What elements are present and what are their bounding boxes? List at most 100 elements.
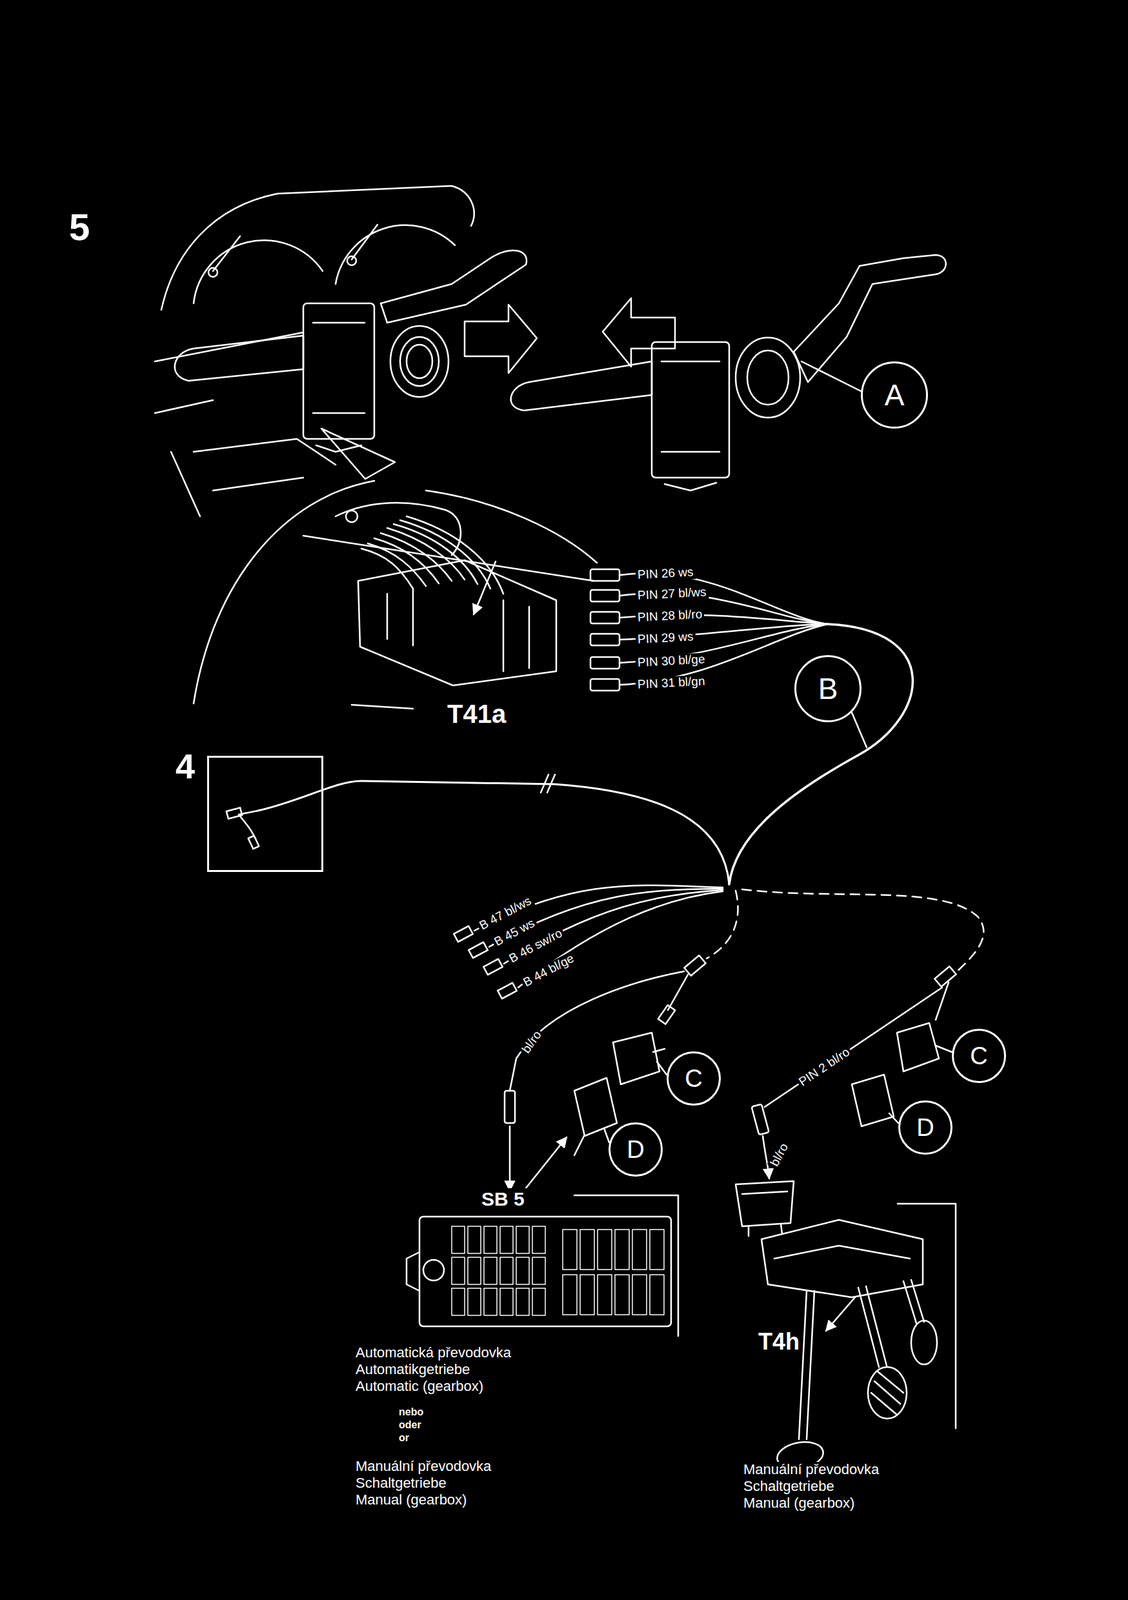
callout-letter: B — [794, 654, 862, 723]
detail-view — [361, 548, 413, 589]
right-connector — [762, 1135, 770, 1179]
wiring-harness — [483, 958, 503, 976]
pin-label: PIN 31 bl/gn — [634, 674, 708, 692]
fuse-box — [614, 1274, 630, 1315]
connector-name: T4h — [756, 1328, 802, 1355]
dashboard-art — [380, 250, 527, 323]
fuse-box — [467, 1226, 481, 1254]
dashboard-art — [212, 236, 241, 272]
pin-label: PIN 26 ws — [634, 565, 696, 583]
fuse-box — [500, 1257, 514, 1285]
right-connector — [896, 1022, 939, 1072]
combination-switch — [661, 361, 720, 491]
fuse-box — [500, 1226, 514, 1254]
right-connector — [935, 1045, 952, 1052]
callout-letter: D — [898, 1100, 953, 1155]
dashboard-art — [208, 267, 218, 277]
callout-letter: C — [951, 1028, 1007, 1083]
pin-wire — [590, 656, 620, 669]
combination-switch — [747, 350, 789, 405]
pin-label: PIN 29 ws — [634, 629, 696, 647]
callout-letter: C — [666, 1051, 721, 1106]
dashboard-art — [154, 185, 527, 517]
fuse-box — [574, 1195, 679, 1336]
dashboard-art — [171, 451, 201, 517]
callout-text: A — [884, 380, 905, 410]
combination-switch — [511, 254, 947, 491]
caption-text: Manuální převodovka — [741, 1461, 881, 1478]
pedal-cluster — [774, 1245, 910, 1259]
fuse-box — [483, 1288, 497, 1316]
wiring-harness — [742, 889, 984, 974]
right-connector — [742, 1191, 788, 1236]
dashboard-art — [154, 332, 304, 362]
dashboard-art — [335, 225, 455, 284]
pin-wire — [590, 569, 828, 691]
left-connector — [574, 1077, 617, 1136]
fuse-box — [562, 1229, 577, 1270]
caption-text: nebo — [396, 1406, 426, 1418]
left-connector — [684, 955, 706, 976]
wiring-harness — [226, 807, 242, 819]
fuse-box — [451, 1226, 465, 1254]
caption-text: Automatická převodovka — [353, 1344, 514, 1361]
dashboard-art — [303, 303, 375, 439]
detail-view — [374, 538, 439, 584]
pedal-cluster — [867, 1366, 907, 1419]
fuse-box — [649, 1229, 665, 1270]
dashboard-art — [212, 477, 304, 491]
detail-view — [193, 480, 375, 704]
fuse-box-name: SB 5 — [479, 1188, 527, 1210]
pin-label: PIN 28 bl/ro — [634, 607, 705, 625]
caption-text: Manual (gearbox) — [353, 1491, 469, 1508]
dashboard-art — [406, 344, 433, 379]
fuse-box — [467, 1257, 481, 1285]
left-connector — [604, 1128, 610, 1143]
fuse-box — [451, 1288, 465, 1316]
direction-arrow — [464, 304, 537, 373]
pin-label: PIN 30 bl/ge — [634, 652, 708, 670]
left-connector — [656, 1061, 667, 1075]
left-connector — [509, 971, 685, 1091]
fuse-box — [580, 1229, 595, 1270]
wire-color: bl/ro — [518, 1026, 546, 1058]
fuse-box — [516, 1257, 530, 1285]
pedal-cluster — [903, 1279, 925, 1323]
left-connector — [658, 1004, 675, 1024]
step-number: 5 — [67, 206, 92, 248]
pin-wire — [590, 589, 620, 602]
caption-text: Automatic (gearbox) — [353, 1378, 486, 1394]
dashboard-art — [347, 256, 357, 266]
fuse-box — [483, 1226, 497, 1254]
right-connector — [735, 1180, 794, 1227]
pedal-cluster — [911, 1320, 937, 1365]
wiring-harness — [238, 814, 255, 838]
wiring-harness — [497, 982, 517, 999]
detail-box: 4 — [207, 755, 324, 872]
fuse-box — [597, 1274, 612, 1315]
wiring-harness — [540, 774, 555, 793]
pin-wire — [590, 611, 620, 624]
wiring-harness — [468, 942, 488, 959]
detail-view — [321, 428, 395, 479]
fuse-box — [467, 1288, 481, 1316]
right-connector — [851, 1074, 894, 1127]
fuse-box — [406, 1195, 679, 1336]
fuse-box — [532, 1226, 546, 1254]
fuse-box — [580, 1274, 595, 1315]
dashboard-art — [351, 224, 378, 260]
detail-view — [351, 704, 413, 709]
pedal-cluster — [761, 1219, 923, 1298]
dashboard-art — [154, 400, 213, 413]
caption-text: Automatikgetriebe — [353, 1361, 472, 1378]
left-connector — [509, 1126, 512, 1191]
fuse-box — [614, 1229, 630, 1270]
fuse-box — [649, 1274, 665, 1315]
detail-view — [387, 588, 530, 672]
detail-view — [193, 428, 597, 709]
fuse-box — [423, 1259, 444, 1281]
wiring-harness — [706, 890, 739, 959]
left-connector — [613, 1032, 660, 1085]
